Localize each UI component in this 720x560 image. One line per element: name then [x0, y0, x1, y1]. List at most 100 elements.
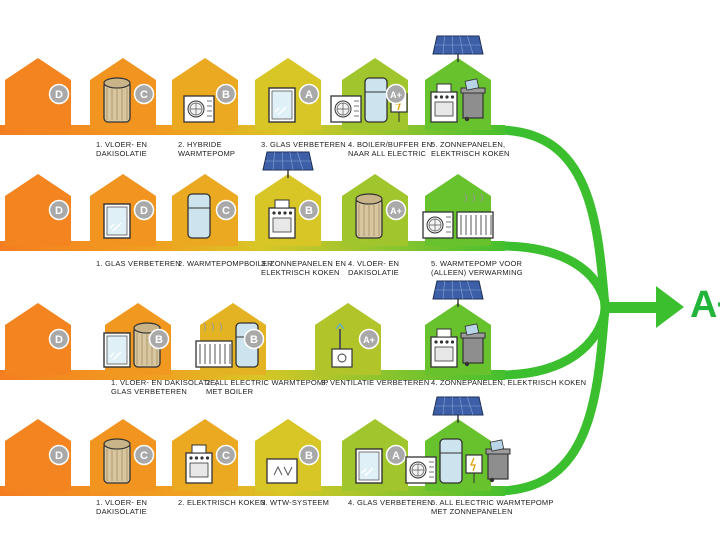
house-step: D	[5, 419, 71, 491]
step-label: 2. ELEKTRISCH KOKEN	[178, 498, 266, 507]
house-step: B	[103, 303, 171, 375]
house-step: D	[90, 174, 156, 246]
solar-panel-icon	[432, 280, 484, 307]
step-label-line: DAKISOLATIE	[348, 268, 399, 277]
step-label-line: 2. WARMTEPOMPBOILER	[178, 259, 273, 268]
step-label-line: 4. ZONNEPANELEN, ELEKTRISCH KOKEN	[431, 378, 587, 387]
house-step: B	[255, 419, 321, 491]
energy-badge-text: D	[55, 334, 63, 346]
electric-boiler-icon	[465, 454, 483, 483]
step-label-line: GLAS VERBETEREN	[111, 387, 187, 396]
energy-badge-text: A+	[363, 335, 375, 345]
window-icon	[268, 87, 296, 123]
radiator-icon	[456, 193, 494, 239]
energy-badge-text: C	[140, 450, 148, 462]
energy-badge: B	[298, 444, 320, 466]
energy-badge-text: A	[305, 89, 313, 101]
step-label-line: 5. WARMTEPOMP VOOR	[431, 259, 523, 268]
step-label-line: MET BOILER	[206, 387, 254, 396]
heat-pump-unit-icon	[422, 211, 454, 239]
house-step: C	[90, 419, 156, 491]
energy-badge: B	[148, 328, 170, 350]
energy-badge: C	[215, 199, 237, 221]
boiler-tank-icon	[439, 438, 463, 484]
house-step	[422, 174, 494, 246]
solar-panel-icon	[262, 151, 314, 178]
step-label: 3. GLAS VERBETEREN	[261, 140, 346, 149]
house-step: C	[172, 174, 238, 246]
boiler-tank-icon	[187, 193, 211, 239]
house-step: A+	[330, 58, 408, 130]
step-label-line: MET ZONNEPANELEN	[431, 507, 513, 516]
step-label-line: 1. VLOER- EN	[96, 498, 148, 507]
energy-badge-text: A+	[390, 90, 402, 100]
energy-badge: A	[298, 83, 320, 105]
waste-bin-icon	[460, 78, 486, 122]
step-label: 4. GLAS VERBETEREN	[348, 498, 433, 507]
energy-badge: D	[133, 199, 155, 221]
step-label-line: 4. BOILER/BUFFER EN	[348, 140, 433, 149]
step-label-line: 2. ALL ELECTRIC WARMTEPOMP	[206, 378, 329, 387]
house-step: B	[255, 151, 321, 246]
energy-badge-text: C	[222, 450, 230, 462]
house-step	[425, 35, 491, 130]
step-label-line: 1. VLOER- EN	[96, 140, 148, 149]
step-label-line: 1. GLAS VERBETEREN	[96, 259, 181, 268]
radiator-icon	[195, 322, 233, 368]
step-label-line: 3. WTW-SYSTEEM	[261, 498, 330, 507]
house-step: B	[172, 58, 238, 130]
step-label: 5. WARMTEPOMP VOOR(ALLEEN) VERWARMING	[431, 259, 523, 277]
electric-stove-icon	[430, 328, 458, 368]
step-label-line: 4. VLOER- EN	[348, 259, 400, 268]
step-label: 5. ZONNEPANELEN,ELEKTRISCH KOKEN	[431, 140, 510, 158]
heat-pump-unit-icon	[183, 95, 215, 123]
step-label-line: 3. VENTILATIE VERBETEREN	[321, 378, 430, 387]
renovation-row: D C B A A+	[0, 35, 505, 135]
boiler-tank-icon	[364, 77, 388, 123]
step-label-line: 5. ZONNEPANELEN,	[431, 140, 506, 149]
house-step: A	[255, 58, 321, 130]
solar-panel-icon	[432, 396, 484, 423]
energy-badge: A	[385, 444, 407, 466]
house-step: D	[5, 303, 71, 375]
house-step	[425, 280, 491, 375]
step-label-line: (ALLEEN) VERWARMING	[431, 268, 523, 277]
heat-pump-unit-icon	[330, 95, 362, 123]
energy-badge-text: D	[55, 205, 63, 217]
energy-badge-text: B	[250, 334, 258, 346]
progress-strip	[0, 125, 505, 135]
energy-badge: C	[133, 444, 155, 466]
energy-badge-text: B	[155, 334, 163, 346]
house-shape	[5, 303, 71, 375]
window-icon	[355, 448, 383, 484]
energy-badge: A+	[358, 328, 380, 350]
energy-badge: D	[48, 328, 70, 350]
electric-stove-icon	[430, 83, 458, 123]
step-label: 4. ZONNEPANELEN, ELEKTRISCH KOKEN	[431, 378, 586, 387]
energy-badge: B	[298, 199, 320, 221]
house-shape	[5, 58, 71, 130]
energy-badge-text: D	[55, 89, 63, 101]
house-shape	[5, 174, 71, 246]
energy-badge-text: A	[392, 450, 400, 462]
insulation-roll-icon	[103, 438, 131, 484]
progress-strip	[0, 486, 505, 496]
energy-badge-text: D	[140, 205, 148, 217]
step-label-line: NAAR ALL ELECTRIC	[348, 149, 427, 158]
waste-bin-icon	[485, 439, 511, 483]
step-label-line: WARMTEPOMP	[178, 149, 236, 158]
energy-badge: A+	[385, 83, 407, 105]
energy-badge: B	[243, 328, 265, 350]
energy-badge: D	[48, 199, 70, 221]
merge-curves	[495, 125, 611, 496]
energy-badge-text: D	[55, 450, 63, 462]
energy-badge-text: C	[140, 89, 148, 101]
